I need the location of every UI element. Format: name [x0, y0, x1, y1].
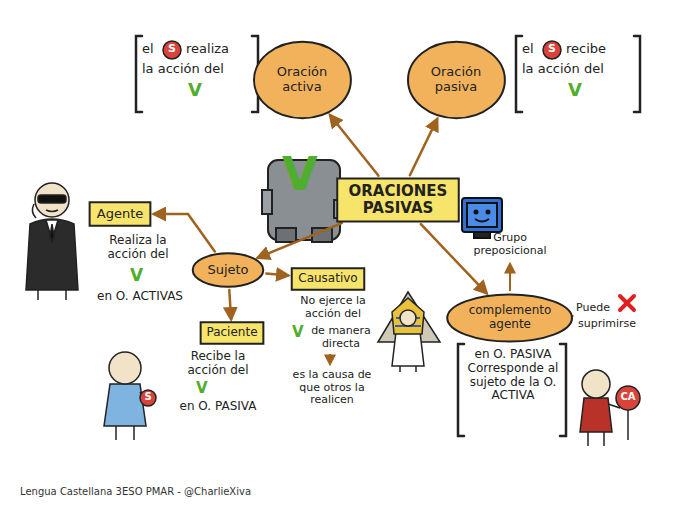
title-band: ORACIONES PASIVAS	[336, 178, 460, 222]
note-text: la acción del	[142, 62, 224, 77]
verb-mark: V	[292, 324, 304, 341]
node-text: Agente	[97, 207, 143, 222]
verb-mark: V	[282, 148, 318, 201]
note-text: Lengua Castellana 3ESO PMAR - @CharlieXi…	[20, 486, 251, 498]
verb-mark: V	[568, 80, 582, 101]
note-text: suprimirse	[578, 318, 636, 331]
connector-arrow	[410, 119, 437, 175]
agent-figure	[26, 183, 78, 300]
node-label: Oración activa	[270, 65, 334, 95]
note-text: en O. PASIVA	[166, 400, 270, 414]
type-box: Causativo	[291, 268, 365, 290]
sentence-circle: Oración pasiva	[407, 41, 506, 119]
connector-arrow	[421, 224, 487, 293]
node-text: Oración activa	[270, 65, 334, 95]
note-text: S	[141, 391, 155, 403]
pharaoh	[378, 292, 440, 372]
concept-ellipse: complemento agente	[446, 294, 573, 342]
node-text: ORACIONES PASIVAS	[342, 183, 454, 218]
note-text: la acción del	[522, 62, 604, 77]
node-text: Paciente	[206, 326, 257, 340]
brackets	[136, 36, 640, 436]
node-label: ORACIONES PASIVAS	[342, 183, 454, 218]
connector-arrow	[330, 115, 378, 175]
node-text: Sujeto	[207, 263, 248, 278]
note-text: Recibe la acción del	[170, 350, 266, 378]
note-text: realiza	[186, 42, 229, 57]
agent-complement-figure	[580, 370, 640, 446]
note-text: recibe	[566, 42, 606, 57]
patient-figure	[104, 352, 156, 440]
note-text: de manera directa	[306, 325, 376, 350]
node-text: Causativo	[298, 272, 357, 286]
node-label: Sujeto	[207, 263, 248, 278]
verb-mark: V	[196, 380, 208, 397]
node-label: Paciente	[206, 326, 257, 340]
note-text: en O. PASIVA Corresponde al sujeto de la…	[466, 348, 560, 403]
connector-arrow	[266, 274, 288, 276]
note-text: S	[164, 43, 180, 56]
note-text: en O. ACTIVAS	[88, 290, 192, 304]
cross-mark	[620, 296, 634, 310]
connector-arrow	[258, 223, 342, 258]
note-text: S	[544, 43, 560, 56]
sentence-circle: Oración activa	[253, 41, 352, 119]
note-text: el	[522, 42, 534, 57]
node-label: complemento agente	[468, 304, 552, 332]
note-text: Puede	[576, 302, 610, 315]
node-label: Oración pasiva	[424, 65, 488, 95]
note-text: el	[142, 42, 154, 57]
node-label: Agente	[97, 207, 143, 222]
note-text: No ejerce la acción del	[288, 295, 378, 320]
connector-arrow	[229, 290, 231, 319]
subject-head	[163, 41, 181, 59]
type-box: Paciente	[200, 322, 264, 344]
node-text: complemento agente	[468, 304, 552, 332]
concept-ellipse: Sujeto	[192, 253, 264, 287]
subject-head	[543, 41, 561, 59]
note-text: CA	[616, 391, 640, 403]
node-text: Oración pasiva	[424, 65, 488, 95]
node-label: Causativo	[298, 272, 357, 286]
verb-mark: V	[130, 266, 143, 286]
verb-mark: V	[188, 80, 202, 101]
type-box: Agente	[89, 202, 151, 226]
note-text: Realiza la acción del	[96, 234, 180, 262]
note-text: es la causa de que otros la realicen	[286, 369, 378, 407]
note-text: Grupo preposicional	[462, 232, 558, 257]
